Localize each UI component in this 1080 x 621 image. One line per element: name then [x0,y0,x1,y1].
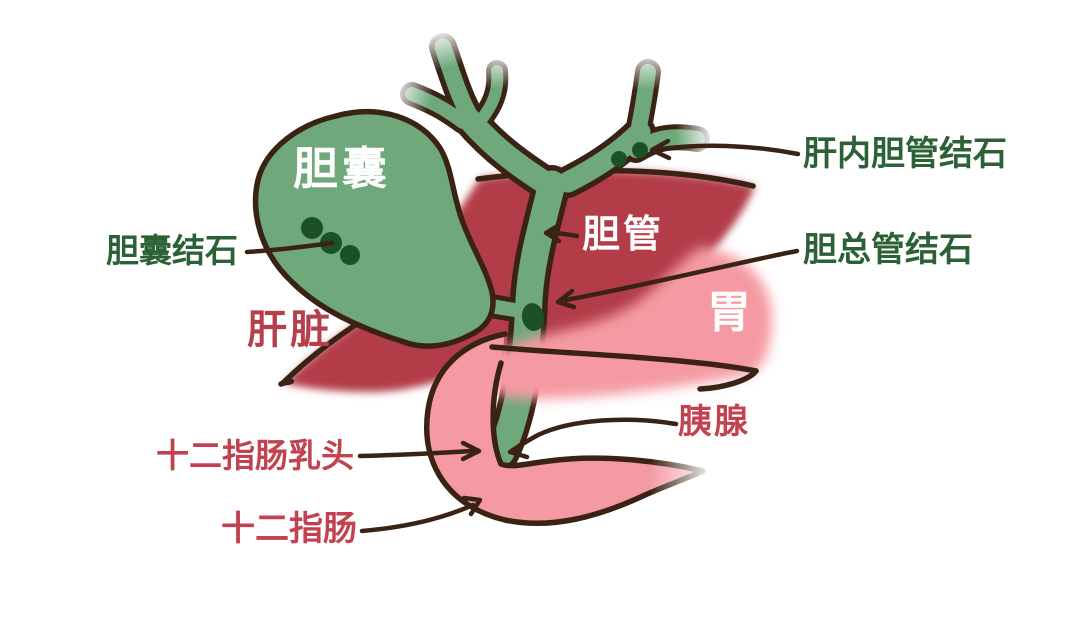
pointer-duodenum [359,502,476,534]
pancreas-label: 胰腺 [678,402,750,442]
arrowhead-cbd-stone [555,288,577,310]
liver-label: 肝脏 [247,307,333,353]
fade-overlays [386,23,714,498]
duodenal-papilla-label: 十二指肠乳头 [156,436,354,475]
gallbladder-stone-3 [340,245,360,265]
stomach-label: 胃 [707,287,751,338]
arrowhead-intrahepatic [649,138,672,161]
stomach-corner-outline [697,368,759,392]
arrowhead-pancreas [507,439,530,460]
gallbladder-stones-label: 胆囊结石 [106,231,238,270]
duodenum-outer-outline [424,331,706,527]
cbd-stone-label: 胆总管结石 [803,230,973,270]
pointer-intrahepatic-stones [653,143,801,157]
arrowhead-bile-duct [543,222,562,244]
gallbladder-stone-1 [301,217,323,239]
arrowhead-duodenum [461,495,483,517]
pointer-pancreas [511,417,679,453]
intrahepatic-stone-1 [611,151,627,167]
pointer-bile-duct [547,230,580,239]
duodenum-inner-outline [490,360,706,474]
intrahepatic-stones-label: 肝内胆管结石 [803,134,1007,174]
arrowhead-papilla [460,440,482,462]
pointer-cbd-stone [563,248,800,303]
gallbladder-label: 胆囊 [293,142,392,195]
stomach-bottom-outline [489,344,759,374]
pointer-papilla [357,448,475,459]
bile-duct-label: 胆管 [582,212,665,256]
stones [301,142,648,331]
duodenum-label: 十二指肠 [221,509,357,549]
gallbladder-shape [252,108,496,349]
pointer-gallbladder-stones [244,240,335,255]
common-bile-duct-stone [521,303,545,331]
intrahepatic-stone-2 [632,142,648,158]
pointer-lines [244,138,801,534]
